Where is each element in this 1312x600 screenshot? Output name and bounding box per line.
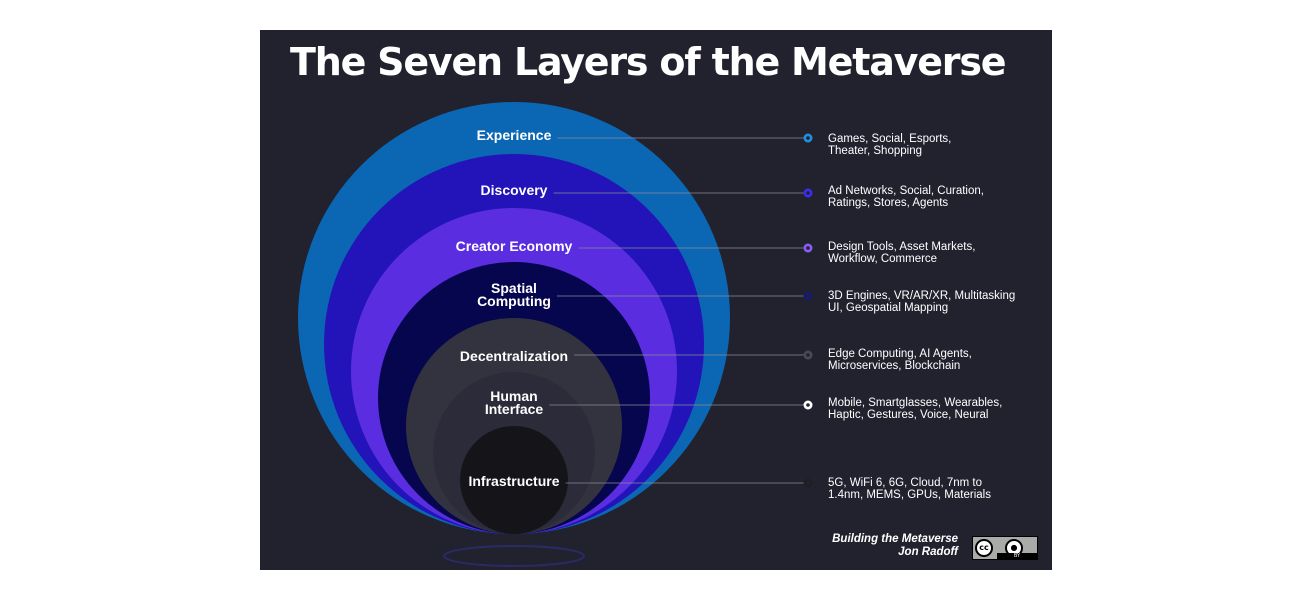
layer-label-line: Decentralization — [460, 348, 568, 364]
connector-dot-center — [806, 246, 810, 250]
attribution-author: Jon Radoff — [898, 546, 958, 558]
layer-label-discovery: Discovery — [481, 182, 548, 198]
layer-description-experience: Games, Social, Esports, Theater, Shoppin… — [828, 133, 1048, 157]
creative-commons-badge: cc ● BY — [972, 536, 1038, 560]
layer-label-decentralization: Decentralization — [460, 348, 568, 364]
connector-dot-center — [806, 481, 810, 485]
layer-label-line: Experience — [477, 127, 552, 143]
layer-description-decentralization: Edge Computing, AI Agents, Microservices… — [828, 348, 1048, 372]
connector-dot-center — [806, 191, 810, 195]
description-line: Mobile, Smartglasses, Wearables, — [828, 397, 1003, 409]
description-line: Workflow, Commerce — [828, 252, 938, 265]
description-line: Haptic, Gestures, Voice, Neural — [828, 408, 989, 421]
reflection-shape — [443, 545, 585, 567]
layer-label-infrastructure: Infrastructure — [468, 473, 559, 489]
page-title: The Seven Layers of the Metaverse — [290, 40, 1007, 84]
layer-label-line: Human — [490, 388, 537, 404]
description-line: Microservices, Blockchain — [828, 359, 961, 372]
layer-description-creator-economy: Design Tools, Asset Markets, Workflow, C… — [828, 241, 1048, 265]
layer-label-creator-economy: Creator Economy — [456, 238, 573, 254]
connector-dot-center — [806, 294, 810, 298]
diagram-panel: The Seven Layers of the Metaverse Experi… — [260, 30, 1052, 570]
layer-description-human-interface: Mobile, Smartglasses, Wearables, Haptic,… — [828, 397, 1048, 421]
connector-dot-center — [806, 136, 810, 140]
layer-circle-infrastructure — [460, 426, 568, 534]
attribution-title: Building the Metaverse — [832, 533, 958, 545]
layer-label-line: Interface — [485, 401, 544, 417]
description-line: 5G, WiFi 6, 6G, Cloud, 7nm to — [828, 477, 983, 489]
description-line: Theater, Shopping — [828, 144, 922, 157]
description-line: Edge Computing, AI Agents, — [828, 348, 972, 360]
connector-dot-center — [806, 403, 810, 407]
layer-label-line: Infrastructure — [468, 473, 559, 489]
layer-description-infrastructure: 5G, WiFi 6, 6G, Cloud, 7nm to 1.4nm, MEM… — [828, 477, 1048, 501]
description-line: Ratings, Stores, Agents — [828, 196, 949, 209]
layer-description-spatial-computing: 3D Engines, VR/AR/XR, Multitasking UI, G… — [828, 290, 1048, 314]
connector-dot-center — [806, 353, 810, 357]
attribution: Building the Metaverse Jon Radoff — [832, 533, 958, 559]
description-line: 3D Engines, VR/AR/XR, Multitasking — [828, 290, 1016, 302]
layer-label-line: Discovery — [481, 182, 548, 198]
layer-description-discovery: Ad Networks, Social, Curation, Ratings, … — [828, 185, 1048, 209]
description-line: Ad Networks, Social, Curation, — [828, 185, 984, 197]
description-line: UI, Geospatial Mapping — [828, 301, 949, 314]
layer-label-experience: Experience — [477, 127, 552, 143]
description-line: Design Tools, Asset Markets, — [828, 241, 976, 253]
layer-label-line: Spatial — [491, 280, 537, 296]
description-line: Games, Social, Esports, — [828, 133, 952, 145]
layer-label-line: Creator Economy — [456, 238, 573, 254]
description-line: 1.4nm, MEMS, GPUs, Materials — [828, 488, 991, 501]
license-by-label: BY — [997, 553, 1037, 559]
cc-icon: cc — [975, 539, 993, 557]
layer-label-line: Computing — [477, 293, 551, 309]
